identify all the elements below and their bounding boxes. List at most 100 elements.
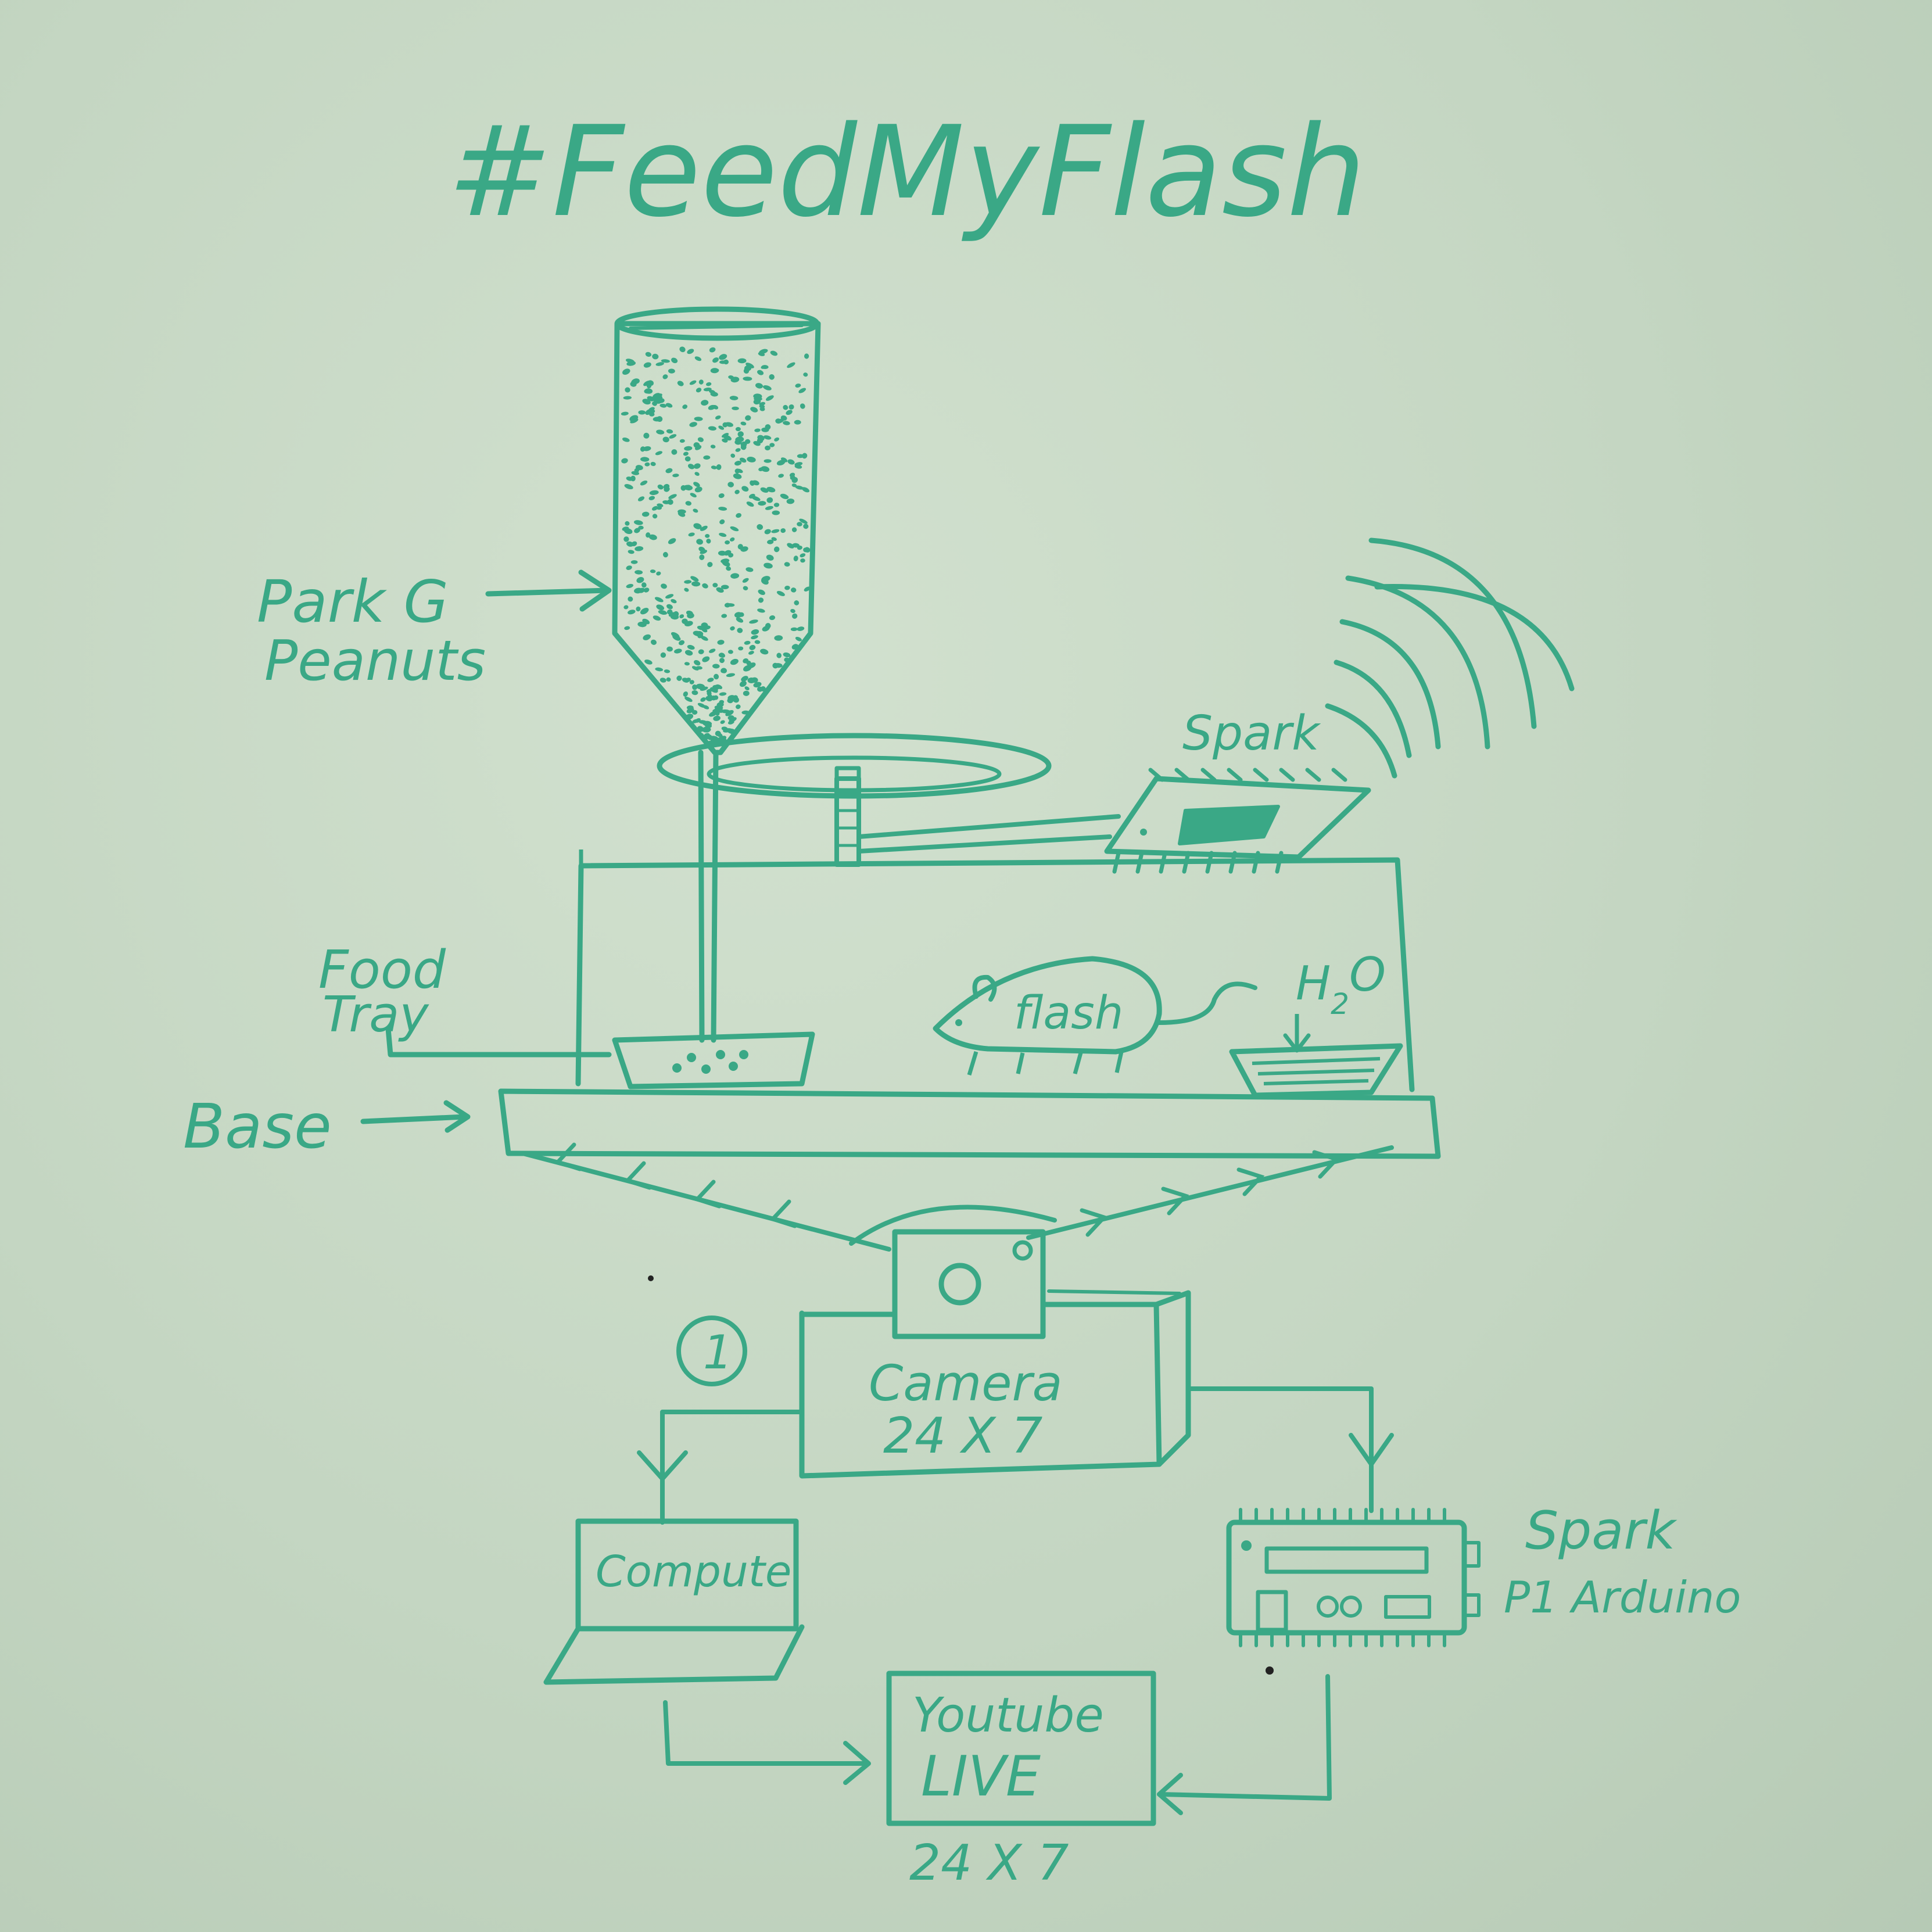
peanut bbox=[729, 396, 739, 400]
peanut bbox=[804, 353, 809, 359]
peanut bbox=[635, 546, 644, 551]
peanut bbox=[668, 538, 676, 544]
peanut bbox=[702, 726, 711, 733]
peanut bbox=[653, 395, 663, 402]
peanut bbox=[636, 577, 644, 583]
peanut bbox=[780, 528, 786, 533]
peanut bbox=[776, 653, 782, 658]
peanut bbox=[804, 547, 811, 553]
peanut bbox=[733, 697, 739, 703]
peanut bbox=[765, 506, 773, 510]
peanut bbox=[705, 534, 710, 538]
peanut bbox=[800, 553, 806, 558]
peanut bbox=[802, 453, 808, 459]
peanut bbox=[671, 449, 678, 455]
peanut bbox=[622, 526, 629, 531]
peanut bbox=[631, 471, 640, 475]
water-label-sub: 2 bbox=[1331, 987, 1349, 1021]
view-chevron bbox=[1312, 1150, 1340, 1179]
peanut bbox=[719, 519, 725, 525]
peanut bbox=[773, 503, 780, 507]
peanut bbox=[794, 462, 803, 467]
peanut bbox=[698, 546, 705, 553]
peanut bbox=[746, 660, 751, 666]
peanut bbox=[707, 678, 714, 682]
peanut bbox=[748, 651, 754, 655]
water-label: H2O bbox=[1296, 948, 1386, 1021]
peanut bbox=[713, 695, 719, 700]
peanut bbox=[791, 527, 797, 532]
peanut bbox=[751, 635, 758, 640]
peanut bbox=[721, 585, 729, 590]
peanut bbox=[698, 649, 704, 654]
peanut bbox=[713, 715, 721, 721]
peanut bbox=[787, 362, 795, 368]
peanut bbox=[688, 532, 695, 537]
peanut bbox=[743, 665, 752, 672]
peanut bbox=[685, 678, 691, 682]
peanut bbox=[686, 705, 694, 710]
peanut bbox=[738, 646, 744, 651]
mouse-flash bbox=[933, 956, 1257, 1076]
peanut bbox=[682, 404, 688, 409]
peanut bbox=[691, 690, 698, 696]
peanut bbox=[803, 524, 809, 529]
peanut bbox=[715, 730, 721, 737]
peanut bbox=[684, 446, 693, 451]
peanut bbox=[730, 453, 736, 458]
peanut bbox=[750, 407, 758, 413]
dispenser-disc bbox=[657, 733, 1052, 867]
peanut bbox=[736, 468, 743, 474]
peanut bbox=[666, 604, 673, 610]
peanut bbox=[780, 493, 789, 499]
peanut bbox=[655, 667, 664, 672]
peanut bbox=[679, 346, 686, 353]
peanut bbox=[666, 609, 673, 615]
peanut bbox=[758, 589, 765, 595]
peanut bbox=[763, 385, 772, 390]
peanut bbox=[729, 717, 737, 722]
peanut bbox=[622, 368, 630, 375]
peanut bbox=[652, 401, 657, 406]
peanut bbox=[725, 422, 733, 427]
peanut bbox=[758, 467, 764, 471]
peanut bbox=[641, 511, 650, 517]
peanut bbox=[736, 704, 741, 709]
peanut bbox=[684, 580, 692, 584]
camera-to-spark-arrow bbox=[1186, 1386, 1394, 1513]
peanut bbox=[790, 627, 798, 632]
peanut bbox=[665, 403, 673, 408]
peanut bbox=[715, 684, 723, 689]
peanut bbox=[764, 529, 771, 535]
peanut bbox=[643, 446, 651, 451]
peanut bbox=[648, 407, 655, 411]
board-pin bbox=[1227, 768, 1243, 782]
peanut bbox=[792, 543, 800, 548]
peanut bbox=[790, 475, 795, 480]
peanut bbox=[648, 534, 657, 540]
peanut bbox=[724, 603, 731, 608]
peanut bbox=[668, 494, 677, 499]
peanut bbox=[767, 497, 773, 503]
peanut bbox=[719, 692, 727, 696]
peanut bbox=[643, 634, 651, 640]
peanut bbox=[700, 697, 706, 702]
peanut bbox=[626, 476, 633, 481]
spark-board-top bbox=[1104, 768, 1371, 874]
peanut bbox=[717, 640, 725, 645]
peanut bbox=[751, 629, 759, 635]
peanut bbox=[765, 623, 771, 629]
board-pin bbox=[1174, 768, 1191, 782]
peanut bbox=[635, 570, 643, 575]
peanut bbox=[648, 496, 655, 500]
peanut bbox=[735, 448, 741, 452]
youtube-caption: 24 X 7 bbox=[909, 1834, 1069, 1892]
peanut bbox=[718, 493, 725, 499]
peanut bbox=[668, 368, 675, 374]
peanut bbox=[753, 393, 762, 399]
peanut bbox=[644, 462, 650, 467]
peanut bbox=[693, 442, 700, 449]
peanut bbox=[737, 431, 744, 438]
peanut bbox=[766, 554, 774, 561]
